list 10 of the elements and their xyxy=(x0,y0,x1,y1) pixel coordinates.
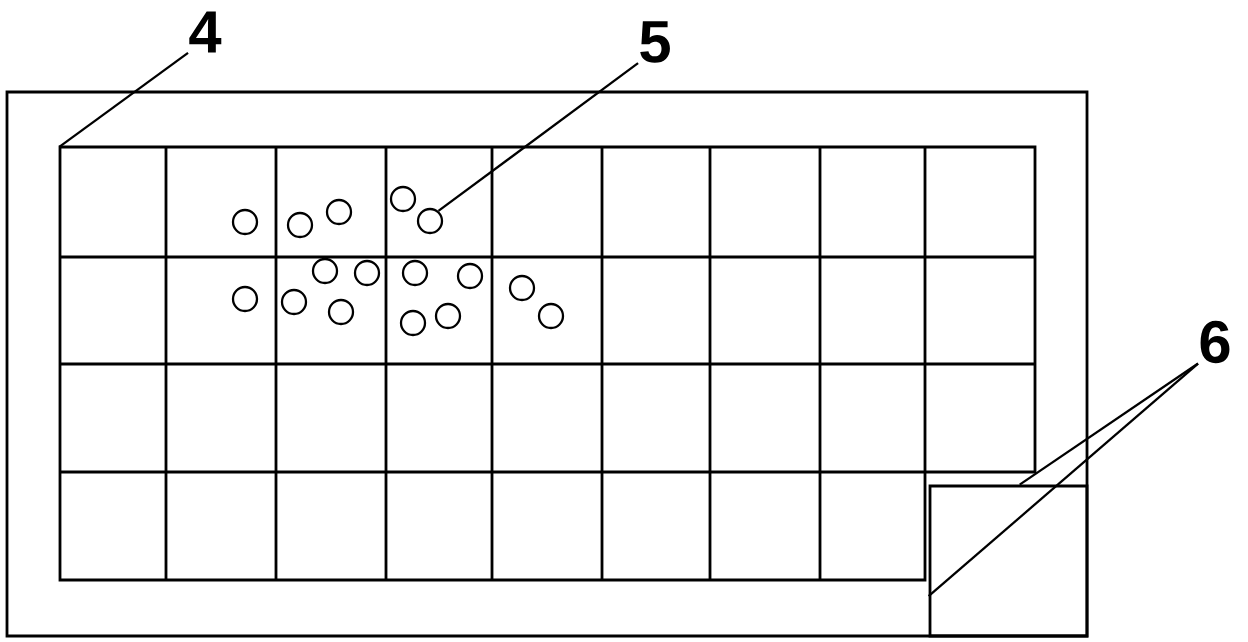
frame-box xyxy=(5,90,1089,638)
grid-drawing xyxy=(58,145,1037,582)
callout-number: 6 xyxy=(1200,320,1230,364)
callout-number: 5 xyxy=(640,21,670,63)
leader-line xyxy=(927,362,1199,598)
callout-number: 4 xyxy=(189,11,222,53)
leader-line xyxy=(437,62,639,212)
leader-line xyxy=(58,52,189,148)
particle-circle xyxy=(416,207,444,235)
corner-box xyxy=(928,484,1089,638)
